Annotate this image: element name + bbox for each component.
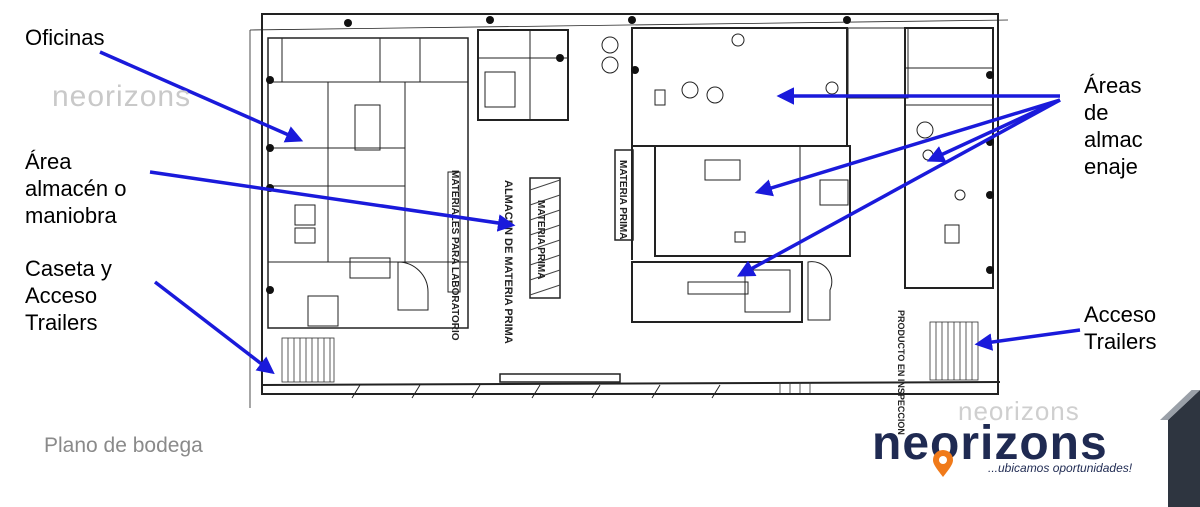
arrow-almacenaje-4 [926,98,1061,163]
label-oficinas: Oficinas [25,25,105,50]
plan-text-materia-prima-top: MATERIA PRIMA [535,200,546,279]
plan-text-almacen: ALMACEN DE MATERIA PRIMA [502,180,514,344]
logo-tagline: ...ubicamos oportunidades! [988,461,1133,475]
building-outline [261,13,999,395]
logo-wordmark: neorizons [872,417,1108,470]
watermark-left: neorizons [52,80,192,113]
label-acceso-trailers: Acceso Trailers [1084,302,1157,354]
arrow-almacenaje-3 [736,98,1061,277]
label-area-almacen: Área almacén o maniobra [25,149,127,228]
office-block [267,37,469,329]
plan-text-materia-prima-mid: MATERIA PRIMA [617,160,628,239]
arrow-caseta [153,280,275,375]
label-areas-almacenaje: Áreas de almac enaje [1084,73,1143,179]
arrow-oficinas [99,50,304,143]
label-caseta-acceso: Caseta y Acceso Trailers [25,256,112,335]
plan-text-producto: PRODUCTO EN INSPECCION [896,310,906,435]
caption: Plano de bodega [44,434,203,457]
arrow-almacenaje-2 [754,98,1061,197]
corner-decoration [1160,390,1200,507]
arrow-acceso-trailers [974,328,1081,351]
location-pin-icon [933,450,953,477]
arrow-area-almacen [149,170,516,232]
watermark-right: neorizons [958,396,1080,426]
plan-text-materiales: MATERIALES PARA LABORATORIO [449,170,460,341]
